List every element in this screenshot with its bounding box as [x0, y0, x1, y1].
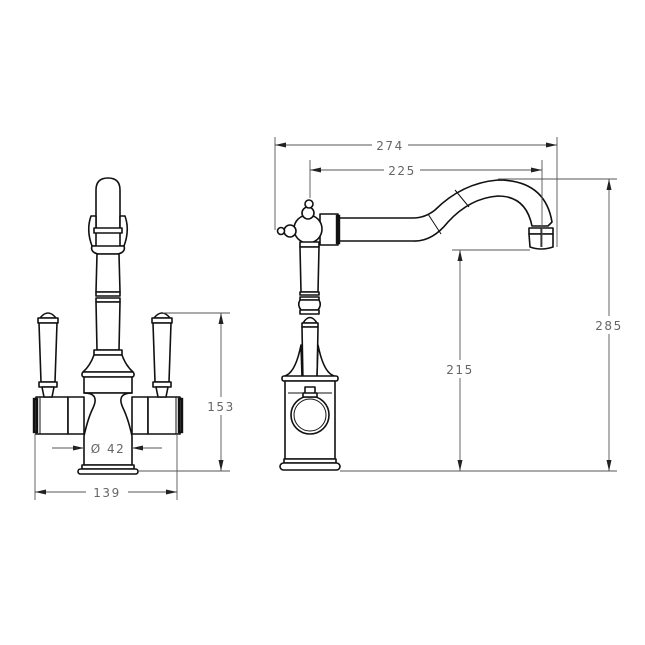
dimension-overall-height: 285	[340, 178, 623, 472]
front-base	[77, 464, 139, 475]
front-spout-top	[87, 177, 129, 255]
dimension-label-285: 285	[595, 319, 622, 333]
dimension-spout-reach: 225	[309, 160, 543, 247]
front-column	[81, 253, 135, 394]
dimension-label-139: 139	[93, 486, 120, 500]
front-left-handle	[37, 312, 59, 398]
dimension-label-153: 153	[207, 400, 234, 414]
side-column	[297, 241, 322, 315]
front-left-valve	[32, 396, 85, 435]
dimension-label-215: 215	[446, 363, 473, 377]
side-spout	[337, 179, 554, 250]
dimension-handle-height: 153	[138, 312, 234, 472]
side-body	[281, 344, 339, 460]
front-view: 153 Ø 42 139	[32, 177, 234, 500]
front-right-valve	[131, 396, 184, 435]
side-view: 274 225 215 285	[274, 137, 623, 472]
dimension-base-diameter: Ø 42	[52, 442, 162, 456]
front-right-handle	[151, 312, 173, 398]
side-head	[276, 199, 323, 244]
dimension-overall-width: 139	[34, 434, 178, 500]
dimension-label-225: 225	[388, 164, 415, 178]
side-base	[279, 458, 341, 471]
side-spout-collar	[319, 213, 341, 246]
dimension-label-diameter-42: Ø 42	[91, 442, 126, 456]
dimension-spout-height: 215	[446, 249, 530, 471]
dimension-label-274: 274	[376, 139, 403, 153]
dimension-overall-reach: 274	[274, 137, 558, 247]
